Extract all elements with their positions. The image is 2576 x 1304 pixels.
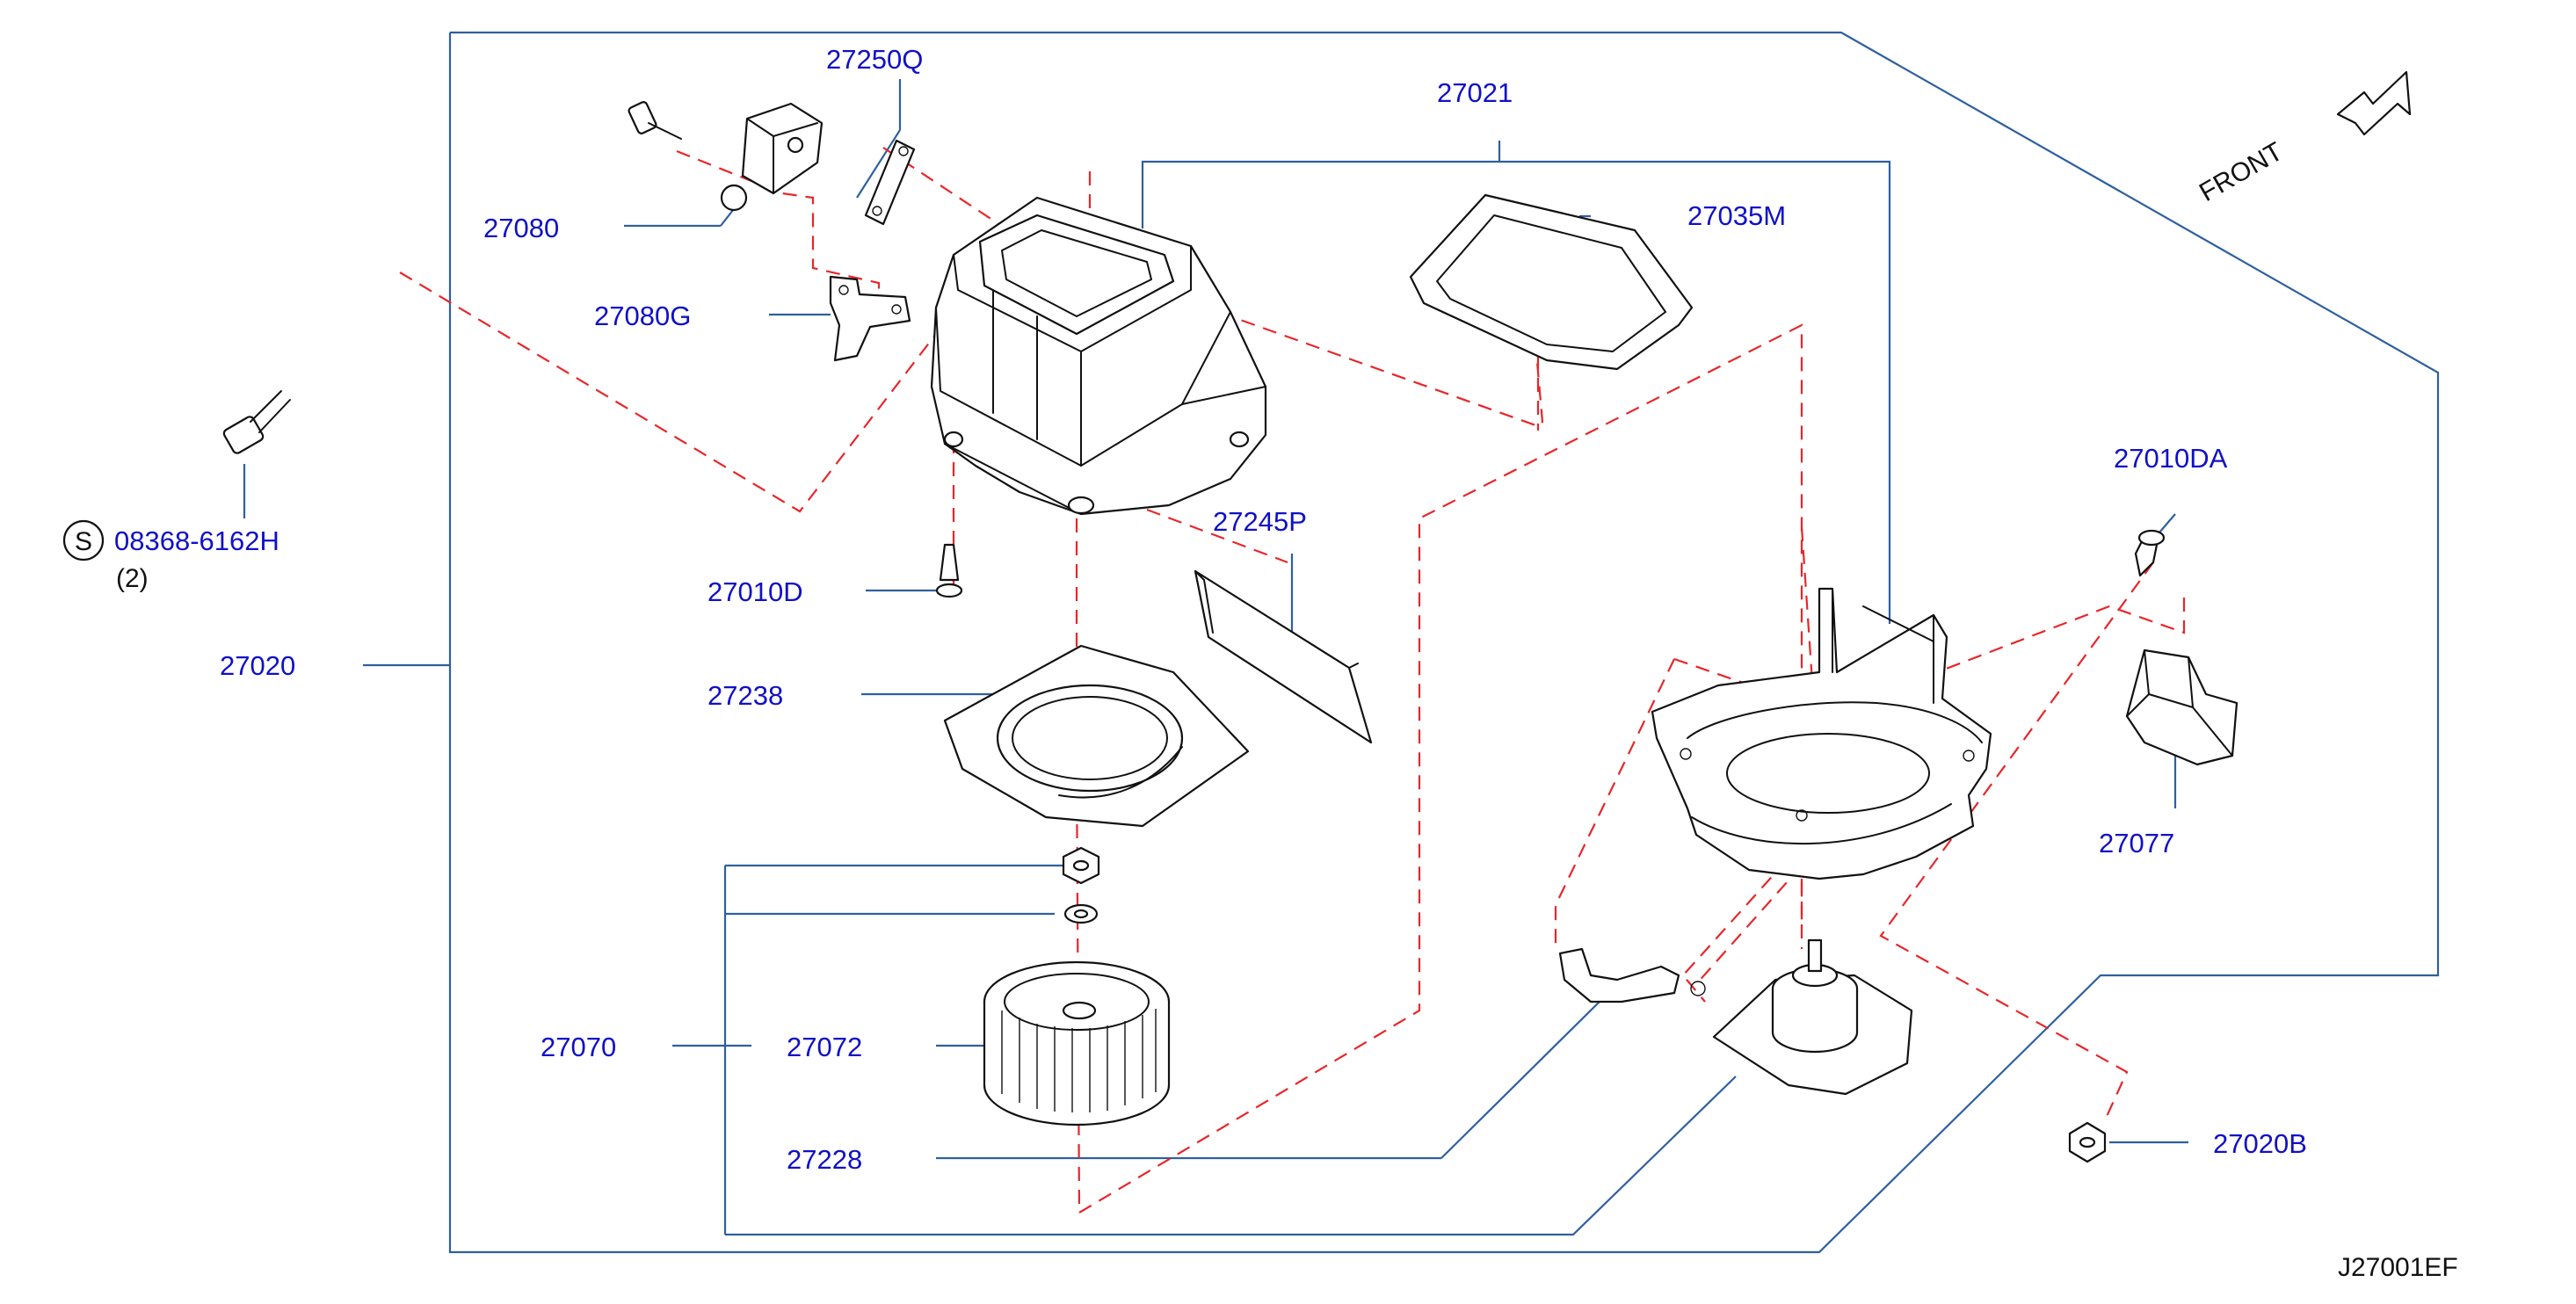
leader-lines bbox=[243, 79, 2188, 1236]
fan-wheel-27072[interactable] bbox=[983, 960, 1171, 1127]
front-label: FRONT bbox=[2195, 137, 2288, 207]
intake-case-27020[interactable] bbox=[930, 196, 1267, 516]
label-27245P[interactable]: 27245P bbox=[1213, 506, 1307, 537]
label-08368-6162H[interactable]: 08368-6162H bbox=[114, 525, 279, 556]
label-27228[interactable]: 27228 bbox=[787, 1144, 862, 1175]
diagram-id: J27001EF bbox=[2338, 1253, 2458, 1282]
nut-27020B[interactable] bbox=[2068, 1121, 2107, 1163]
screw-symbol-icon bbox=[62, 519, 105, 561]
bracket-27080G[interactable] bbox=[829, 275, 911, 362]
screw-27010D[interactable] bbox=[935, 543, 963, 598]
actuator-27080[interactable] bbox=[628, 101, 824, 212]
filter-27245P[interactable] bbox=[1194, 569, 1373, 744]
screw-symbol-letter: S bbox=[75, 527, 92, 556]
link-27250Q[interactable] bbox=[864, 139, 916, 226]
label-27077[interactable]: 27077 bbox=[2099, 828, 2174, 858]
label-27010D[interactable]: 27010D bbox=[707, 576, 803, 607]
front-arrow-icon bbox=[2336, 70, 2412, 136]
label-27010DA[interactable]: 27010DA bbox=[2114, 443, 2228, 474]
label-27238[interactable]: 27238 bbox=[707, 680, 783, 711]
screw-27010DA[interactable] bbox=[2134, 529, 2166, 577]
label-27250Q[interactable]: 27250Q bbox=[826, 44, 923, 75]
label-27070[interactable]: 27070 bbox=[541, 1032, 616, 1062]
label-27021[interactable]: 27021 bbox=[1437, 77, 1513, 108]
gasket-27238[interactable] bbox=[943, 644, 1250, 828]
filter-frame-27035M[interactable] bbox=[1409, 193, 1694, 371]
blower-motor-27228[interactable] bbox=[1558, 938, 1913, 1096]
label-qty: (2) bbox=[116, 564, 149, 593]
label-27072[interactable]: 27072 bbox=[787, 1032, 862, 1062]
resistor-27077[interactable] bbox=[2125, 648, 2239, 766]
nut-27070[interactable] bbox=[1062, 846, 1100, 885]
label-27020B[interactable]: 27020B bbox=[2213, 1128, 2307, 1159]
label-27035M[interactable]: 27035M bbox=[1687, 200, 1786, 231]
label-27080G[interactable]: 27080G bbox=[594, 301, 691, 331]
washer-27070[interactable] bbox=[1063, 903, 1099, 924]
label-27020[interactable]: 27020 bbox=[220, 650, 295, 681]
assembly-boundary bbox=[448, 31, 2440, 1254]
label-27080[interactable]: 27080 bbox=[483, 213, 559, 243]
lower-housing-27020[interactable] bbox=[1651, 587, 1992, 880]
bolt-08368-6162H[interactable] bbox=[222, 390, 291, 454]
